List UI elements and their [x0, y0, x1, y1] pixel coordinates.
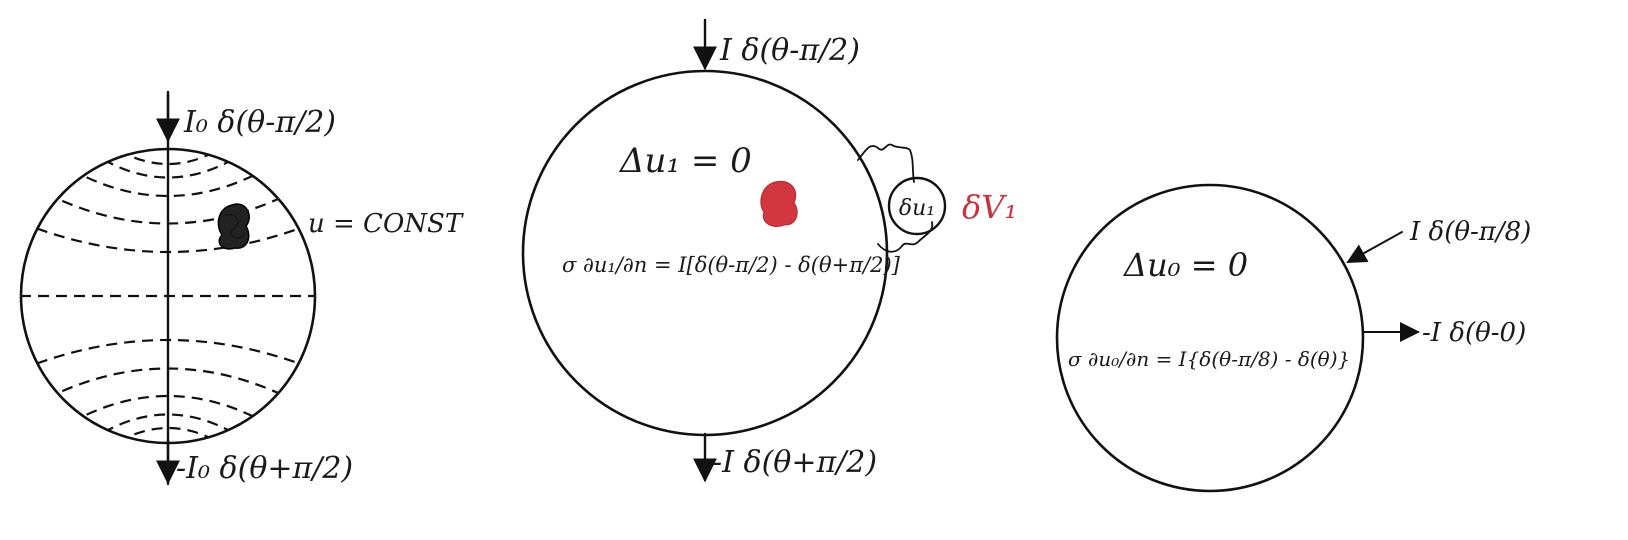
right-upper-label: I δ(θ-π/8) — [1409, 217, 1531, 247]
middle-laplace-eq: Δu₁ = 0 — [618, 141, 752, 181]
right-domain-circle — [1055, 183, 1365, 493]
middle-top-label: I δ(θ-π/2) — [719, 33, 860, 68]
middle-boundary-eq: σ ∂u₁/∂n = I[δ(θ-π/2) - δ(θ+π/2)] — [562, 253, 901, 277]
middle-panel: I δ(θ-π/2) -I δ(θ+π/2) Δu₁ = 0 σ ∂u₁/∂n … — [521, 18, 1017, 483]
left-bottom-label: -I₀ δ(θ+π/2) — [176, 451, 353, 486]
right-boundary-eq: σ ∂u₀/∂n = I{δ(θ-π/8) - δ(θ)} — [1068, 347, 1350, 371]
right-laplace-eq: Δu₀ = 0 — [1122, 246, 1248, 284]
middle-bottom-label: -I δ(θ+π/2) — [712, 445, 877, 480]
meter-wire-top — [857, 143, 915, 183]
right-upper-arrow — [1346, 231, 1403, 263]
left-equipotential-label: u = CONST — [308, 209, 464, 239]
voltmeter-circle — [887, 176, 947, 236]
middle-inclusion-blob — [760, 180, 798, 227]
voltage-label: δV₁ — [962, 188, 1017, 226]
meter-wire-bottom — [877, 221, 934, 253]
left-top-label: I₀ δ(θ-π/2) — [183, 105, 336, 140]
right-outgoing-label: -I δ(θ-0) — [1422, 318, 1526, 348]
left-panel: I₀ δ(θ-π/2) -I₀ δ(θ+π/2) u = CONST — [19, 90, 464, 486]
left-inclusion-blob — [217, 203, 250, 250]
right-panel: I δ(θ-π/8) -I δ(θ-0) Δu₀ = 0 σ ∂u₀/∂n = … — [1055, 183, 1531, 493]
meter-label: δu₁ — [899, 196, 935, 221]
